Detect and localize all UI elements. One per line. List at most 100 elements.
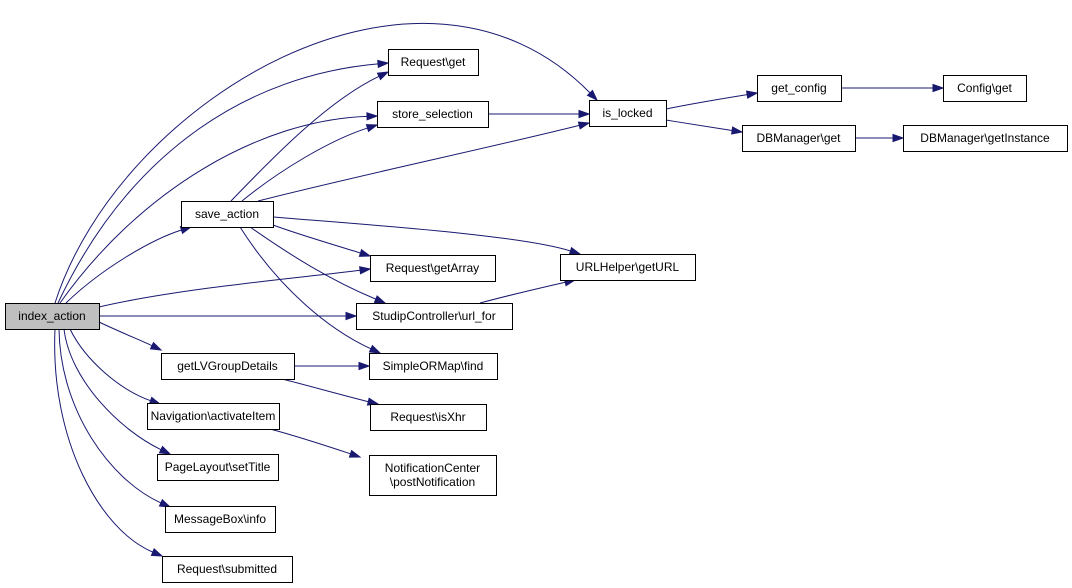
edge-line [272,216,571,252]
edges-layer [54,22,945,557]
node-request-submitted[interactable]: Request\submitted [162,556,293,583]
arrowhead-icon [892,133,905,143]
node-box [161,353,295,380]
node-dbmanager-get[interactable]: DBManager\get [742,125,856,152]
node-box [757,75,842,102]
edge-line [272,224,361,254]
node-box [377,101,489,128]
node-request-getarray[interactable]: Request\getArray [370,255,496,282]
node-request-get[interactable]: Request\get [388,49,479,76]
arrowhead-icon [932,83,945,93]
node-label: store_selection [392,107,473,121]
edge-line [665,119,733,132]
nodes-layer: index_action save_action getLVGroupDetails… [5,49,1068,583]
edge-store_selection-to-is_locked [488,109,591,119]
node-pagelayout-settitle[interactable]: PageLayout\setTitle [157,454,279,481]
arrowhead-icon [745,90,759,99]
edge-get_config-to-config_get [840,83,945,93]
node-box [181,201,274,228]
node-box [5,303,100,330]
node-index-action[interactable]: index_action [5,303,100,330]
node-box [388,49,479,76]
edge-getLVGroupDetails-to-simpleormap_find [294,361,371,371]
node-box [165,506,276,533]
node-label: SimpleORMap\find [383,359,484,373]
arrowhead-icon [376,71,390,81]
arrowhead-icon [366,112,379,121]
node-label: Request\get [401,55,466,69]
edge-index_action-to-is_locked [54,22,599,304]
edge-index_action-to-save_action [65,226,193,304]
node-box [162,556,293,583]
edge-line [57,63,379,304]
node-box [369,353,498,380]
edge-line [239,226,372,350]
node-box [356,303,513,330]
node-urlhelper-geturl[interactable]: URLHelper\getURL [560,254,696,281]
node-box [943,75,1027,102]
node-studip-urlfor[interactable]: StudipController\url_for [356,303,513,330]
arrowhead-icon [158,498,172,508]
arrowhead-icon [158,445,172,455]
edge-save_action-to-urlhelper_geturl [272,216,582,255]
edge-line [59,115,368,304]
node-label: Navigation\activateItem [151,409,276,423]
node-notification-post[interactable]: NotificationCenter\postNotification [369,455,497,496]
edge-index_action-to-nav_activate [69,328,162,405]
node-label: MessageBox\info [174,512,266,526]
node-label: Request\getArray [386,261,479,275]
node-messagebox-info[interactable]: MessageBox\info [165,506,276,533]
arrowhead-icon [149,341,163,351]
node-box [157,454,279,481]
edge-index_action-to-request_getarray [98,266,372,308]
node-label: index_action [18,309,85,323]
edge-save_action-to-is_locked [257,121,591,202]
node-store-selection[interactable]: store_selection [377,101,489,128]
arrowhead-icon [358,248,372,257]
edge-line [58,328,162,504]
edge-index_action-to-request_get [57,59,390,304]
arrowhead-icon [578,109,591,119]
node-simpleormap-find[interactable]: SimpleORMap\find [369,353,498,380]
node-box [370,255,496,282]
node-label: DBManager\get [756,131,841,145]
edge-line [269,428,351,455]
edge-line [241,127,368,202]
arrowhead-icon [345,311,358,321]
edge-index_action-to-messagebox_info [58,328,172,508]
node-label: save_action [195,207,259,221]
edge-line [281,378,369,403]
node-label: PageLayout\setTitle [165,460,271,474]
arrowhead-icon [358,361,371,371]
node-get-config[interactable]: get_config [757,75,842,102]
node-config-get[interactable]: Config\get [943,75,1027,102]
edge-index_action-to-request_submitted [54,328,164,557]
arrowhead-icon [577,121,591,130]
edge-save_action-to-request_getarray [272,224,372,257]
node-request-isxhr[interactable]: Request\isXhr [370,404,487,431]
edge-line [69,328,151,402]
arrowhead-icon [365,124,379,133]
edge-line [257,124,580,202]
edge-dbmanager_get-to-dbmanager_getinstance [855,133,905,143]
edge-index_action-to-pagelayout_settitle [63,328,172,455]
node-dbmanager-getinstance[interactable]: DBManager\getInstance [903,125,1068,152]
node-is-locked[interactable]: is_locked [589,100,667,127]
node-getLVGroupDetails[interactable]: getLVGroupDetails [161,353,295,380]
arrowhead-icon [373,295,387,304]
node-box [369,455,497,496]
node-box [370,404,487,431]
node-label: \postNotification [390,475,475,489]
edge-line [54,328,153,553]
edge-index_action-to-studip_urlfor [98,311,358,321]
arrowhead-icon [368,344,382,354]
edge-nav_activate-to-notification_post [269,428,362,458]
edge-save_action-to-request_get [230,71,390,202]
edge-index_action-to-getLVGroupDetails [98,321,163,351]
node-nav-activate[interactable]: Navigation\activateItem [147,403,280,430]
arrowhead-icon [586,89,599,102]
node-label: Config\get [957,81,1012,95]
edge-save_action-to-simpleormap_find [239,226,382,354]
node-save-action[interactable]: save_action [181,201,274,228]
node-box [589,100,667,127]
